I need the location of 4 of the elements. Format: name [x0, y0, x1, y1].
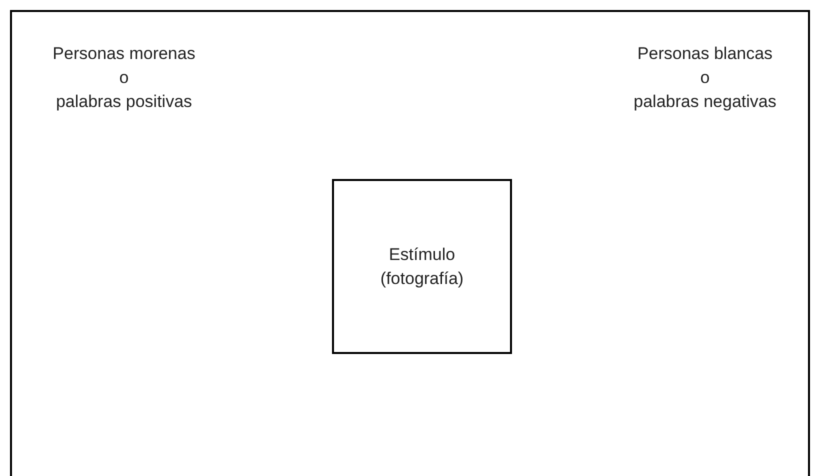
stimulus-box	[332, 179, 512, 354]
category-label: Personas blancas o palabras negativas	[632, 43, 778, 113]
category-label: Personas morenas o palabras positivas	[52, 43, 196, 113]
stimulus-text: Estímulo (fotografía)	[379, 244, 465, 290]
